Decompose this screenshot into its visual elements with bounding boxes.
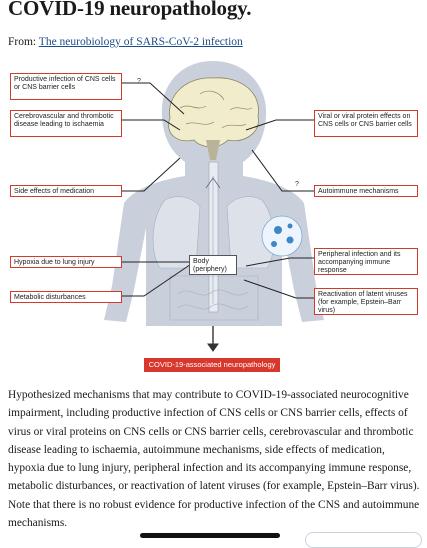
virus-icon xyxy=(261,215,303,257)
spinal-cord xyxy=(205,161,221,313)
question-mark-infection: ? xyxy=(137,78,141,85)
figure-diagram: ? ? Productive infection of CNS cells or… xyxy=(0,58,427,380)
connector-lines xyxy=(122,82,318,299)
outcome-arrow xyxy=(207,326,219,352)
label-autoimmune-mechanisms: Autoimmune mechanisms xyxy=(314,185,418,197)
brain-icon xyxy=(168,77,259,160)
home-indicator xyxy=(140,533,280,538)
source-article-link[interactable]: The neurobiology of SARS-CoV-2 infection xyxy=(38,36,243,48)
figure-title: COVID-19 neuropathology. xyxy=(8,0,252,20)
question-mark-autoimmune: ? xyxy=(295,181,299,188)
label-metabolic-disturbances: Metabolic disturbances xyxy=(10,291,122,303)
source-prefix: From: xyxy=(8,36,39,48)
source-line: From: The neurobiology of SARS-CoV-2 inf… xyxy=(8,36,243,48)
label-peripheral-infection: Peripheral infection and its accompanyin… xyxy=(314,248,418,275)
abdomen xyxy=(169,275,259,321)
figure-caption: Hypothesized mechanisms that may contrib… xyxy=(8,389,420,530)
bottom-action-button[interactable] xyxy=(305,532,422,548)
label-body-periphery: Body (periphery) xyxy=(189,255,237,275)
label-productive-infection: Productive infection of CNS cells or CNS… xyxy=(10,73,122,100)
label-viral-protein-effects: Viral or viral protein effects on CNS ce… xyxy=(314,110,418,137)
label-latent-virus-reactivation: Reactivation of latent viruses (for exam… xyxy=(314,288,418,315)
outcome-badge: COVID-19-associated neuropathology xyxy=(144,358,280,372)
label-hypoxia: Hypoxia due to lung injury xyxy=(10,256,122,268)
label-medication-side-effects: Side effects of medication xyxy=(10,185,122,197)
body-illustration xyxy=(104,61,324,352)
lungs xyxy=(152,196,275,269)
label-cerebrovascular-disease: Cerebrovascular and thrombotic disease l… xyxy=(10,110,122,137)
